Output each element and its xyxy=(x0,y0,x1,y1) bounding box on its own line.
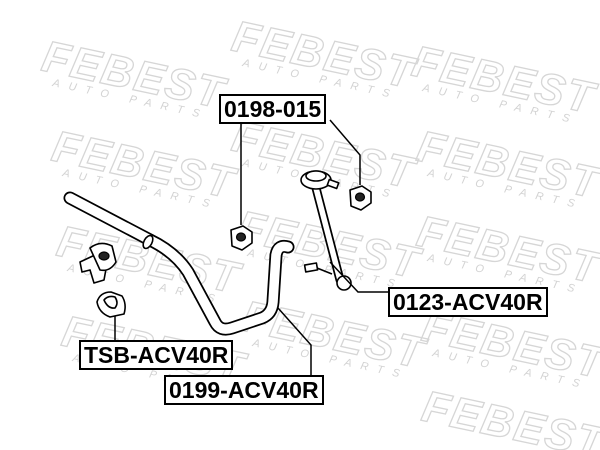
callout-0198-015: 0198-015 xyxy=(219,94,327,124)
watermark-brand: FEBEST xyxy=(418,382,600,450)
stabilizer-bushing xyxy=(96,291,126,318)
stabilizer-link xyxy=(300,170,352,291)
stabilizer-bracket xyxy=(79,242,117,284)
bushing-lower xyxy=(230,225,253,251)
leader-lines xyxy=(114,119,392,378)
bushing-upper xyxy=(349,185,372,211)
callout-tsb-acv40r: TSB-ACV40R xyxy=(79,340,234,370)
stabilizer-bar xyxy=(63,191,295,336)
callout-0199-acv40r: 0199-ACV40R xyxy=(164,375,324,405)
callout-0123-acv40r: 0123-ACV40R xyxy=(388,287,548,317)
